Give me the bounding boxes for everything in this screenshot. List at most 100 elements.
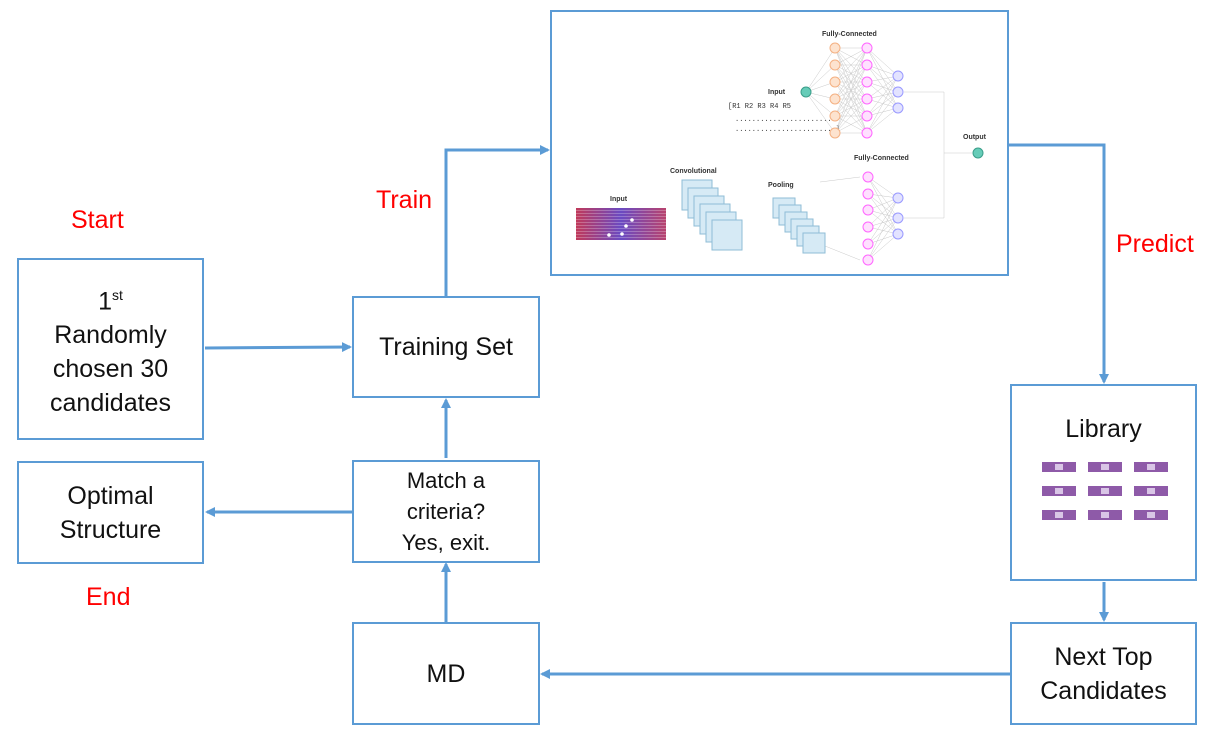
fc-hidden-node: [861, 93, 873, 105]
fc-hidden-node: [862, 221, 874, 233]
connection-line: [805, 91, 836, 117]
library-candidate-mark: [1055, 488, 1063, 494]
connection-line: [866, 75, 899, 100]
connection-line: [866, 47, 899, 109]
library-candidate-mark: [1101, 512, 1109, 518]
library-candidate-mark: [1055, 512, 1063, 518]
fc-hidden-node: [861, 127, 873, 139]
merge-line-top: [904, 91, 972, 154]
fc-hidden-node: [829, 127, 841, 139]
start-label: Start: [71, 206, 124, 234]
input-vector-text: [R1 R2 R3 R4 R5: [728, 103, 791, 111]
fc-hidden-node: [892, 212, 904, 224]
fc-hidden-node: [892, 228, 904, 240]
connection-line: [834, 47, 868, 66]
initial-line-3: candidates: [50, 389, 171, 418]
fc-hidden-node: [892, 70, 904, 82]
fc-hidden-node: [862, 204, 874, 216]
md-label: MD: [426, 659, 466, 688]
conv-label: Convolutional: [670, 168, 717, 175]
connection-line: [867, 197, 899, 245]
input-image-dot: [607, 233, 611, 237]
train-label: Train: [376, 186, 433, 214]
connection-line: [867, 193, 899, 219]
initial-candidates-box: 1st Randomly chosen 30 candidates: [17, 258, 204, 440]
connection-line: [866, 75, 899, 134]
connection-line: [867, 209, 899, 235]
connection-line: [867, 197, 899, 228]
connection-line: [866, 64, 899, 93]
connection-line: [867, 217, 899, 245]
ordinal-text: 1: [98, 287, 112, 316]
connection-line: [867, 176, 899, 235]
fc-hidden-node: [862, 238, 874, 250]
connection-line: [834, 47, 868, 117]
connection-line: [867, 176, 899, 199]
fc-bottom-label: Fully-Connected: [854, 155, 909, 162]
fc-hidden-node: [861, 59, 873, 71]
connection-line: [834, 98, 868, 134]
fc-hidden-node: [829, 110, 841, 122]
connection-line: [866, 47, 899, 93]
next-top-candidates-box: Next Top Candidates: [1010, 622, 1197, 725]
fc-top-label: Fully-Connected: [822, 31, 877, 38]
connection-line: [834, 47, 868, 83]
neural-network-panel: Fully-Connected Input [R1 R2 R3 R4 R5 ..…: [550, 10, 1009, 276]
fc-hidden-node: [829, 76, 841, 88]
arrow-initial-to-training: [204, 342, 352, 353]
connection-line: [834, 115, 868, 134]
ordinal-suffix: st: [112, 286, 123, 303]
connection-line: [867, 233, 899, 261]
fc-hidden-node: [861, 76, 873, 88]
arrow-network-to-library: [1009, 143, 1109, 384]
input-dots-1: ........................: [735, 116, 836, 124]
initial-line-2: chosen 30: [52, 355, 169, 384]
fc-hidden-node: [862, 171, 874, 183]
input-image-dot: [630, 218, 634, 222]
input-dots-2: ........................]: [735, 126, 840, 134]
connection-line: [867, 217, 899, 261]
optimal-line-2: Structure: [59, 515, 162, 544]
optimal-line-1: Optimal: [67, 481, 154, 510]
predict-label: Predict: [1116, 230, 1194, 258]
input-image-dot: [624, 224, 628, 228]
fc-hidden-node: [892, 86, 904, 98]
initial-line-1: Randomly: [54, 321, 167, 350]
pool-to-fc-line: [819, 243, 861, 261]
library-candidate-mark: [1147, 464, 1155, 470]
connection-line: [834, 81, 868, 134]
connection-line: [866, 64, 899, 109]
criteria-box: Match a criteria? Yes, exit.: [352, 460, 540, 563]
arrow-training-to-network: [444, 145, 550, 296]
end-label: End: [86, 583, 131, 611]
output-label: Output: [963, 134, 987, 141]
criteria-line-1: Match a: [406, 468, 486, 493]
connection-line: [805, 47, 836, 93]
criteria-line-2: criteria?: [406, 499, 486, 524]
connection-line: [805, 64, 836, 93]
library-candidate-mark: [1055, 464, 1063, 470]
conv-feature-map: [711, 219, 743, 251]
fc-hidden-node: [862, 254, 874, 266]
optimal-structure-box: Optimal Structure: [17, 461, 204, 564]
fc-hidden-node: [829, 42, 841, 54]
connection-line: [866, 91, 899, 134]
connection-line: [834, 47, 868, 100]
connection-line: [866, 75, 899, 117]
library-box: Library: [1010, 384, 1197, 581]
fc-hidden-node: [861, 42, 873, 54]
next-top-line-2: Candidates: [1040, 676, 1167, 705]
library-candidate-mark: [1101, 464, 1109, 470]
md-box: MD: [352, 622, 540, 725]
training-set-box: Training Set: [352, 296, 540, 398]
fc-hidden-node: [862, 188, 874, 200]
library-candidates-grid: [1042, 462, 1168, 520]
next-top-line-1: Next Top: [1054, 642, 1153, 671]
input-image-dot: [620, 232, 624, 236]
pool-feature-map: [802, 232, 826, 254]
connection-line: [867, 197, 899, 261]
criteria-line-3: Yes, exit.: [401, 530, 491, 555]
network-diagram: Fully-Connected Input [R1 R2 R3 R4 R5 ..…: [576, 31, 987, 266]
library-candidate-mark: [1147, 488, 1155, 494]
